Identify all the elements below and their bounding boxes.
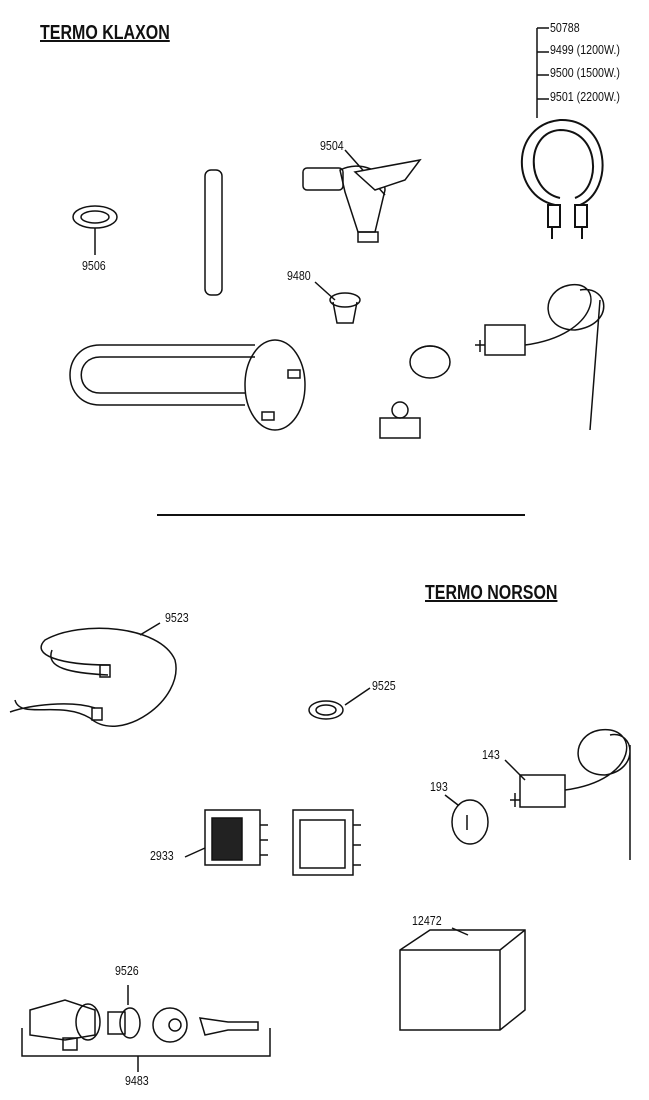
section-title-klaxon: TERMO KLAXON (40, 22, 170, 44)
gasket-ring (72, 205, 118, 255)
part-label-9499: 9499 (1200W.) (550, 42, 620, 57)
part-label-faucet: 9504 (320, 138, 344, 153)
part-label-bushing: 9480 (287, 268, 311, 283)
part-label-knob: 193 (430, 779, 448, 794)
part-label-thermostat: 143 (482, 747, 500, 762)
rocker-switch-2933 (184, 809, 268, 866)
anode-rod (204, 169, 223, 296)
faucet-kit (21, 985, 271, 1072)
thermostat-switch (379, 401, 421, 439)
section-title-norson: TERMO NORSON (425, 582, 558, 604)
thermostat-capillary (475, 284, 605, 431)
thermostat-knob (409, 345, 451, 379)
norson-heating-element (9, 622, 177, 727)
faucet-part (302, 149, 422, 243)
norson-thermostat (504, 729, 631, 860)
ring-heating-element (520, 118, 604, 239)
part-label-9500: 9500 (1500W.) (550, 65, 620, 80)
rocker-switch (292, 809, 361, 876)
part-label-box: 12472 (412, 913, 442, 928)
electrical-box (399, 927, 526, 1031)
part-label-switch: 2933 (150, 848, 174, 863)
part-label-faucet-kit: 9483 (125, 1073, 149, 1088)
norson-gasket (308, 687, 371, 720)
part-label-gasket-norson: 9525 (372, 678, 396, 693)
norson-knob (444, 794, 489, 845)
flange-heating-element (69, 339, 306, 431)
part-label-element: 9523 (165, 610, 189, 625)
part-label-9501: 9501 (2200W.) (550, 89, 620, 104)
leader-lines-resistance (536, 27, 549, 118)
part-label-50788: 50788 (550, 20, 580, 35)
bushing-part (314, 281, 361, 324)
part-label-faucet-insert: 9526 (115, 963, 139, 978)
part-label-gasket: 9506 (82, 258, 106, 273)
